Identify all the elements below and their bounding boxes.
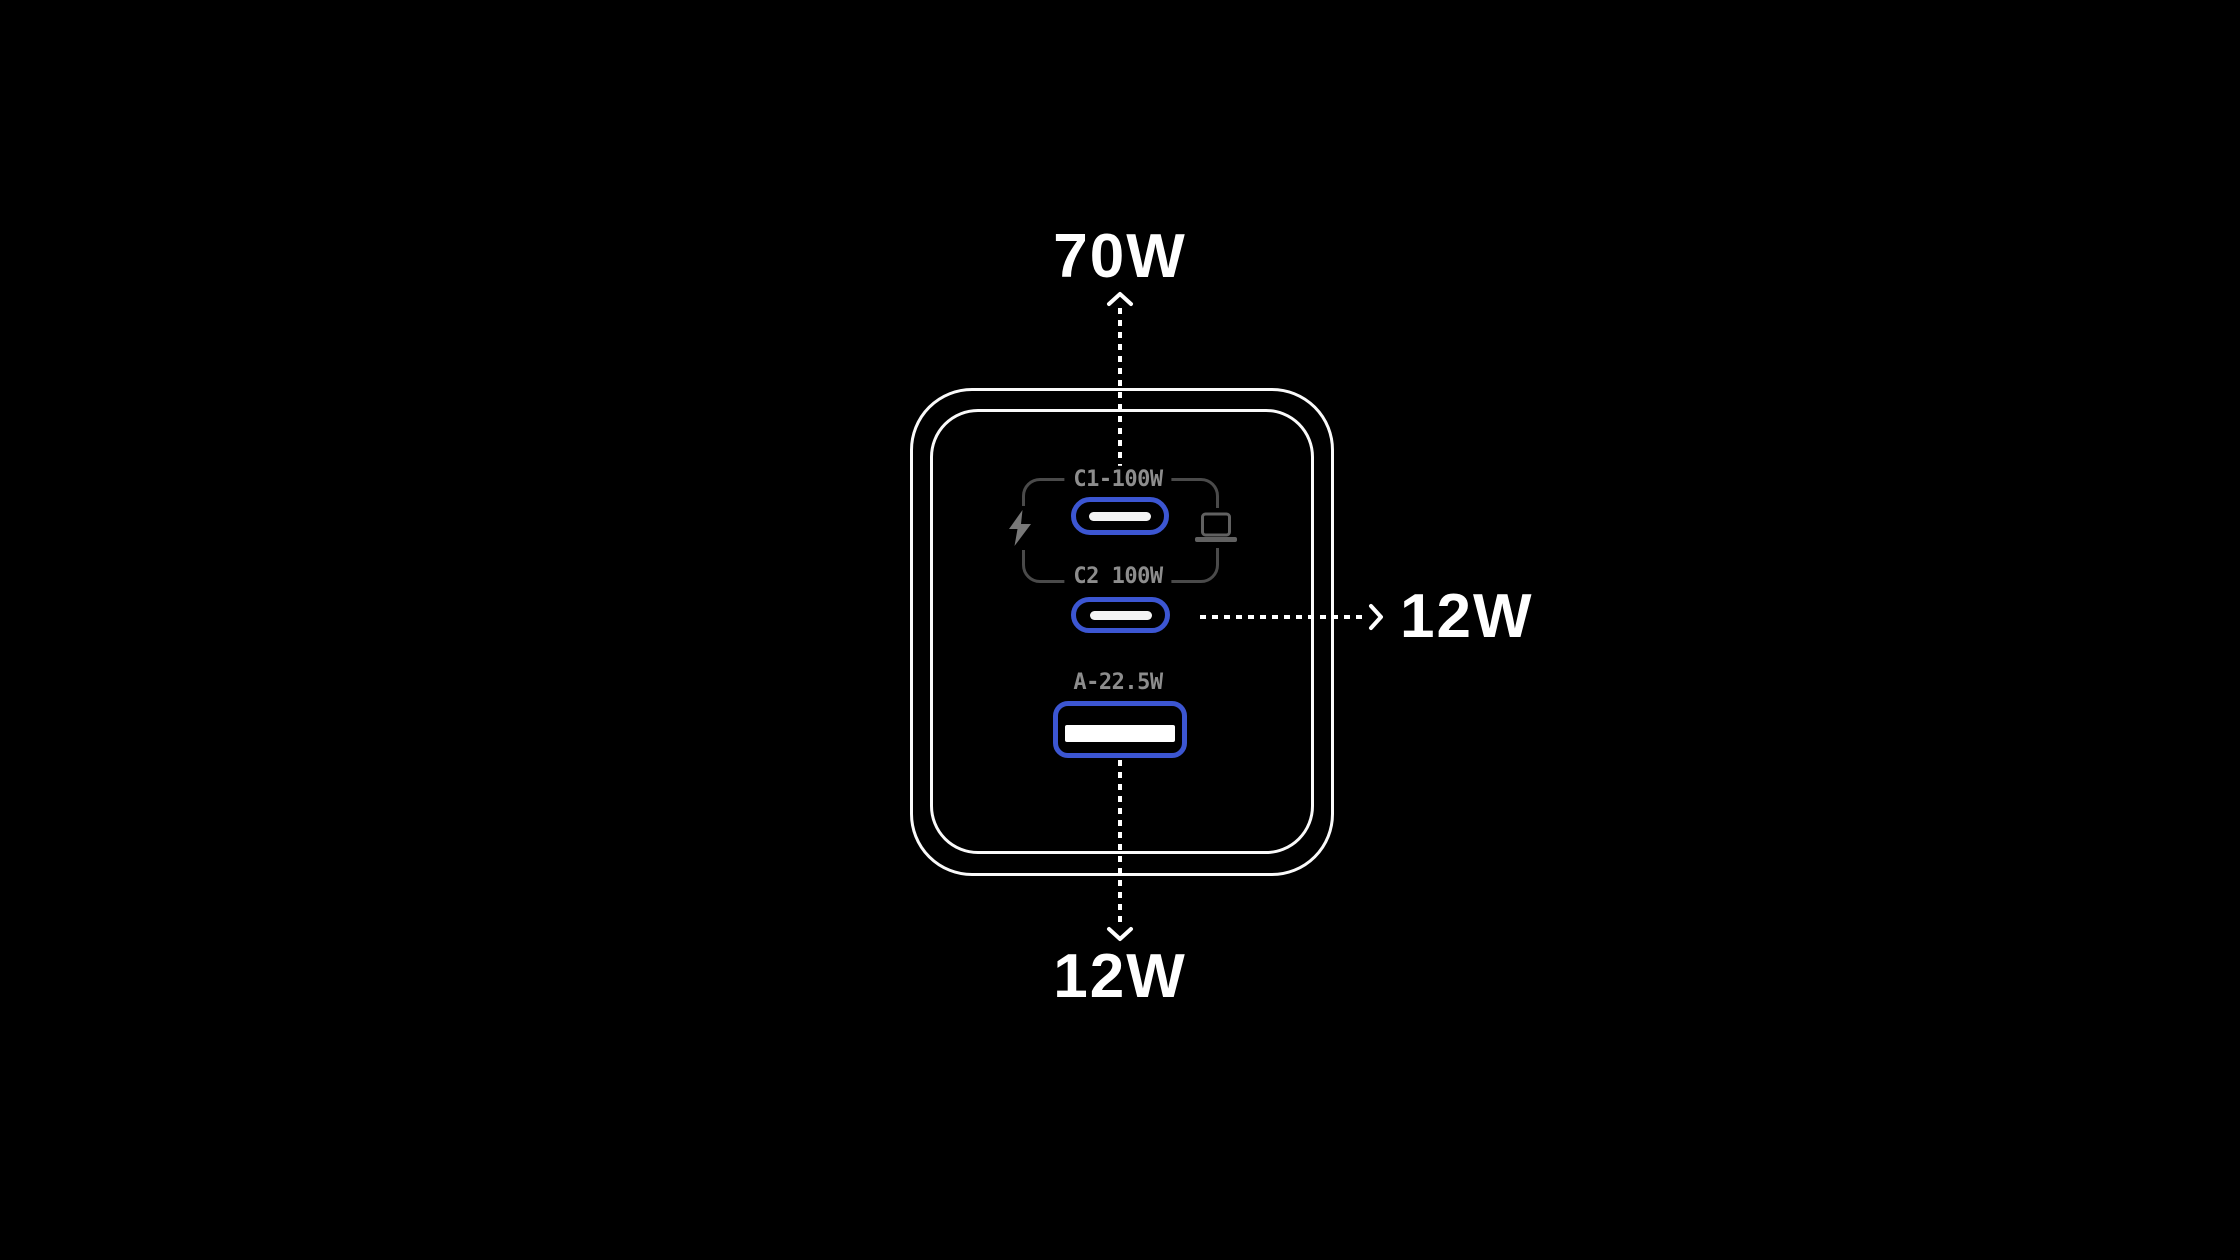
port-c1-label: C1-100W [1064, 465, 1172, 495]
charger-body-outer-outline [910, 388, 1334, 876]
lightning-icon-glyph [1009, 510, 1031, 546]
port-a-label: A-22.5W [1064, 668, 1172, 698]
laptop-icon-glyph [1195, 512, 1237, 542]
port-c2-label: C2 100W [1064, 562, 1172, 592]
charger-body-inner-outline [930, 409, 1314, 854]
bottom-arrow-dashed-line [1118, 760, 1122, 926]
arrow-right-icon [1369, 604, 1383, 630]
right-arrow-dashed-line [1200, 615, 1368, 619]
usb-c-port-c1 [1071, 497, 1169, 535]
usb-a-port [1053, 701, 1187, 758]
lightning-icon [1000, 506, 1040, 550]
usb-c-port-c1-tongue [1089, 511, 1151, 521]
top-wattage-callout: 70W [1053, 222, 1187, 291]
top-arrow-dashed-line [1118, 308, 1122, 474]
bottom-wattage-callout: 12W [1053, 942, 1187, 1011]
usb-c-port-c2-tongue [1089, 610, 1152, 620]
usb-c-port-c2 [1071, 597, 1170, 633]
arrow-up-icon [1107, 292, 1133, 306]
arrow-down-icon [1107, 927, 1133, 941]
right-wattage-callout: 12W [1400, 582, 1534, 651]
laptop-icon [1192, 508, 1240, 548]
usb-a-port-tongue [1065, 725, 1175, 742]
